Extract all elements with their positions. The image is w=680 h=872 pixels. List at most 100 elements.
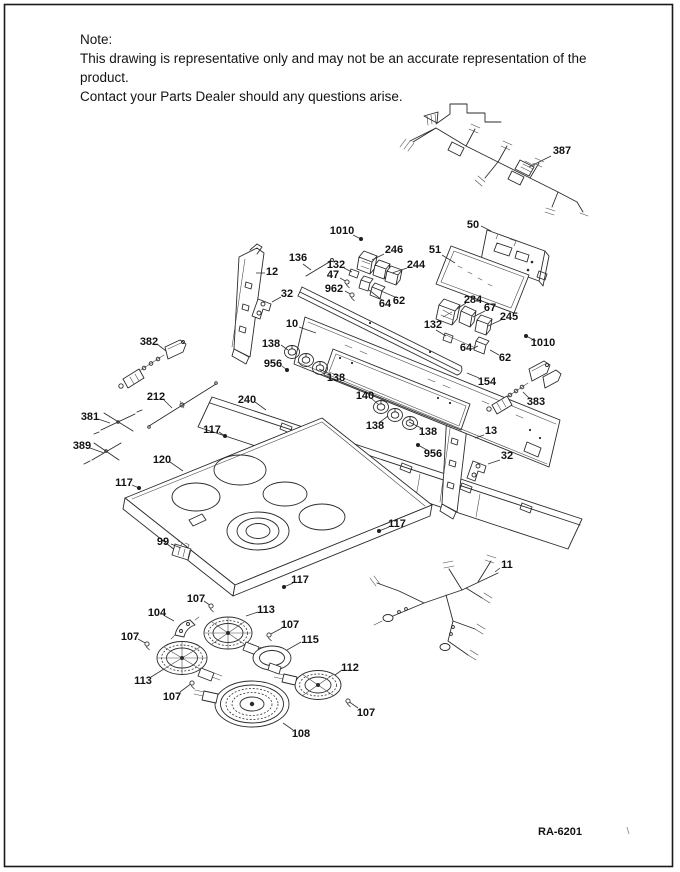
part-number-label: 132 — [327, 259, 345, 271]
top-wiring-harness — [399, 103, 589, 217]
leader-line — [302, 263, 312, 271]
leader-line — [89, 447, 105, 454]
screw-shank — [345, 284, 350, 289]
part-callout-117: 117 — [203, 424, 227, 438]
surface-element-113-left — [156, 640, 223, 682]
part-callout-244: 244 — [391, 259, 426, 274]
burner-outline-left-rear — [213, 454, 267, 486]
part-number-label: 107 — [163, 691, 181, 703]
part-callout-389: 389 — [73, 440, 105, 454]
page-border — [3, 3, 674, 868]
part-callout-1010: 1010 — [330, 225, 363, 241]
part-callout-99: 99 — [157, 536, 182, 549]
leader-line — [368, 289, 383, 301]
leader-line — [379, 415, 389, 423]
part-callout-32: 32 — [487, 450, 513, 465]
part-number-label: 117 — [291, 574, 309, 586]
burner-outline-center — [226, 511, 290, 551]
leader-line — [254, 401, 267, 411]
part-number-label: 12 — [266, 266, 278, 278]
part-callout-132: 132 — [424, 319, 447, 337]
part-callout-138: 138 — [408, 421, 437, 438]
part-number-label: 107 — [357, 707, 375, 719]
relay-switch-cluster-left — [348, 250, 403, 300]
part-callout-107: 107 — [266, 619, 299, 642]
part-callout-11: 11 — [494, 559, 513, 573]
part-callout-120: 120 — [153, 454, 184, 472]
control-knob — [402, 416, 418, 430]
part-callout-240: 240 — [238, 394, 267, 411]
part-number-label: 32 — [501, 450, 513, 462]
pin-136 — [305, 258, 334, 277]
leader-line — [370, 397, 379, 405]
part-callout-387: 387 — [528, 145, 571, 168]
part-number-label: 117 — [115, 477, 133, 489]
part-number-label: 387 — [553, 145, 571, 157]
part-callout-382: 382 — [140, 336, 167, 352]
part-number-label: 113 — [134, 675, 152, 687]
part-number-label: 138 — [262, 338, 280, 350]
part-callout-104: 104 — [148, 607, 175, 622]
part-callout-113: 113 — [245, 604, 275, 617]
note-title: Note: — [80, 32, 113, 47]
part-number-label: 64 — [460, 342, 473, 354]
part-number-label: 117 — [388, 518, 406, 530]
screw-dot — [524, 334, 528, 338]
terminal-block-99 — [171, 540, 192, 561]
part-callout-64: 64 — [460, 342, 479, 354]
leader-line — [494, 567, 501, 573]
note-block: Note: This drawing is representative onl… — [80, 30, 620, 106]
part-callout-138: 138 — [262, 338, 289, 351]
screw-shank — [190, 685, 195, 690]
screw-dot — [137, 486, 141, 490]
leader-line — [150, 668, 165, 678]
part-callout-956: 956 — [416, 443, 442, 460]
part-number-label: 389 — [73, 440, 91, 452]
part-number-label: 112 — [341, 662, 359, 674]
part-number-label: 10 — [286, 318, 298, 330]
hinge-bracket-right — [466, 460, 487, 482]
leader-line — [170, 543, 182, 549]
leader-line — [169, 461, 184, 472]
part-callout-383: 383 — [522, 391, 545, 408]
leader-line — [471, 345, 479, 350]
note-line: This drawing is representative only and … — [80, 51, 587, 85]
leader-line — [318, 368, 331, 375]
leader-line — [334, 669, 343, 676]
screw-head-icon — [144, 641, 150, 647]
oven-sensor-right — [486, 360, 562, 415]
part-number-label: 138 — [366, 420, 384, 432]
leader-line — [487, 319, 502, 327]
part-callout-107: 107 — [345, 698, 375, 719]
leader-line — [472, 310, 486, 318]
burner-outline-right-front — [298, 503, 346, 531]
oven-sensor-left — [118, 339, 187, 389]
part-number-label: 244 — [407, 259, 426, 271]
part-callout-62: 62 — [380, 290, 405, 307]
leader-line — [474, 434, 485, 439]
part-callout-246: 246 — [371, 244, 403, 261]
part-number-label: 47 — [327, 269, 339, 281]
part-number-label: 113 — [257, 604, 275, 616]
note-line: Contact your Parts Dealer should any que… — [80, 89, 403, 104]
screw-shank — [145, 646, 150, 651]
lower-wiring-harness — [369, 554, 499, 661]
part-number-label: 99 — [157, 536, 169, 548]
part-callout-64: 64 — [368, 289, 392, 310]
control-knobs — [284, 345, 418, 430]
part-callout-1010: 1010 — [524, 334, 555, 349]
screw-dot — [223, 434, 227, 438]
part-number-label: 11 — [501, 559, 513, 571]
hinge-bracket-left — [251, 298, 272, 320]
part-callout-62: 62 — [489, 349, 511, 364]
part-callout-138: 138 — [366, 415, 389, 432]
part-callout-47: 47 — [327, 269, 350, 289]
screw-dot — [285, 368, 289, 372]
part-number-label: 962 — [325, 283, 343, 295]
part-number-label: 51 — [429, 244, 441, 256]
part-number-label: 154 — [478, 376, 497, 388]
leader-line — [441, 254, 456, 264]
leader-line — [97, 418, 111, 424]
